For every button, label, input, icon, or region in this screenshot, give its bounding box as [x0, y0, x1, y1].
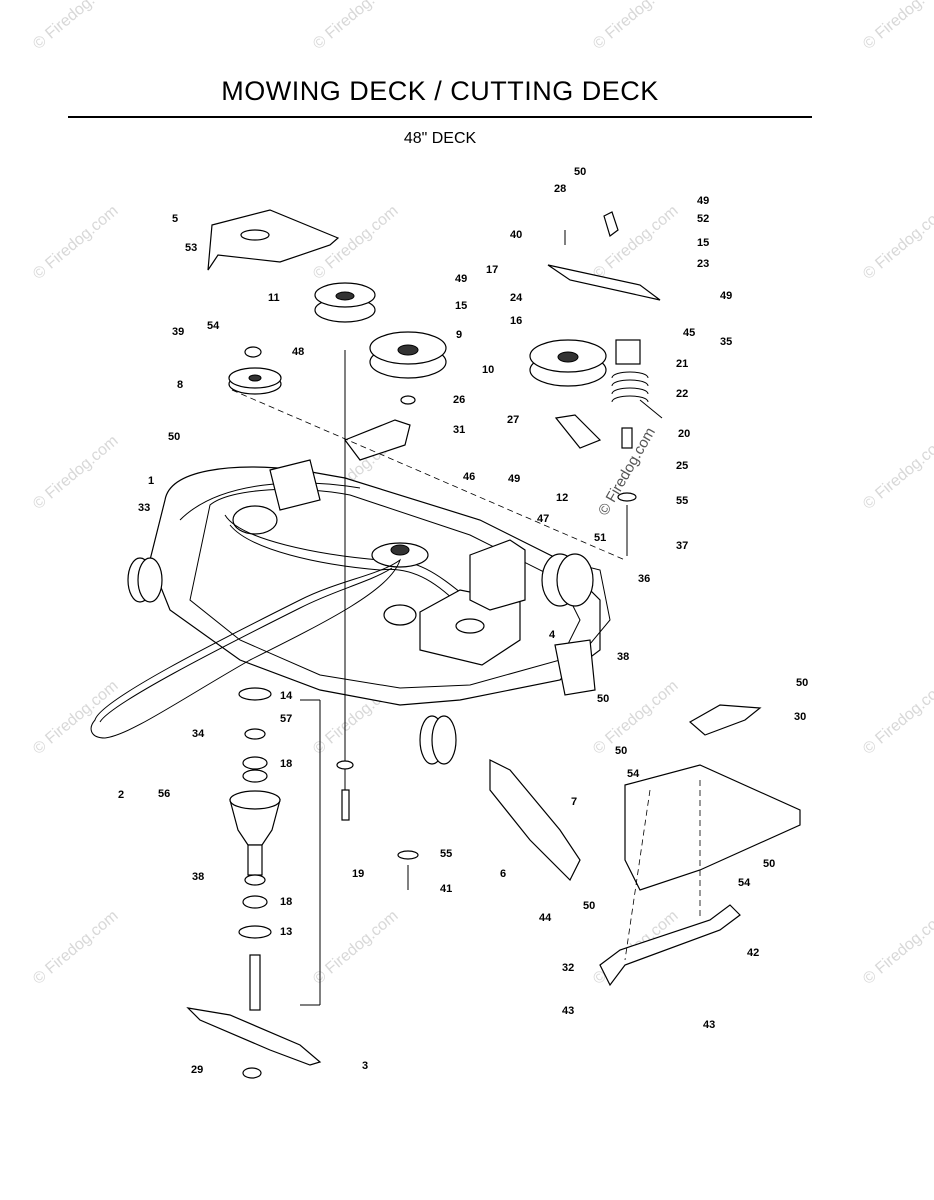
callout-43: 43: [562, 1005, 575, 1017]
callout-54: 54: [207, 320, 220, 332]
callout-11: 11: [268, 292, 280, 304]
callout-10: 10: [482, 364, 495, 376]
callout-35: 35: [720, 336, 733, 348]
callout-5: 5: [172, 213, 179, 225]
chute-rod-32: [599, 904, 741, 987]
deflector-6: [489, 759, 581, 882]
bushing-21: [615, 339, 641, 365]
title-rule: [68, 116, 812, 118]
callout-22: 22: [676, 388, 689, 400]
callout-50: 50: [574, 166, 587, 178]
callout-23: 23: [697, 258, 710, 270]
callout-15: 15: [697, 237, 710, 249]
callout-38: 38: [192, 871, 205, 883]
spindle-assembly: [229, 687, 281, 1011]
deck-size-subtitle: 48" DECK: [403, 130, 477, 147]
callout-50: 50: [583, 900, 596, 912]
callout-50: 50: [597, 693, 610, 705]
mower-blade: [186, 1007, 322, 1066]
callout-50: 50: [763, 858, 776, 870]
callout-16: 16: [510, 315, 523, 327]
callout-26: 26: [453, 394, 466, 406]
callout-24: 24: [510, 292, 523, 304]
callout-43: 43: [703, 1019, 716, 1031]
callout-27: 27: [507, 414, 520, 426]
callout-18: 18: [280, 896, 293, 908]
page-title: MOWING DECK / CUTTING DECK: [221, 76, 659, 106]
callout-51: 51: [594, 532, 607, 544]
callout-28: 28: [554, 183, 567, 195]
callout-30: 30: [794, 711, 807, 723]
callout-2: 2: [118, 789, 125, 801]
drive-belt: [90, 558, 401, 739]
callout-50: 50: [796, 677, 809, 689]
callout-45: 45: [683, 327, 696, 339]
callout-50: 50: [168, 431, 181, 443]
idler-arm: [344, 419, 411, 461]
callout-33: 33: [138, 502, 151, 514]
callout-57: 57: [280, 713, 293, 725]
callout-15: 15: [455, 300, 468, 312]
callout-55: 55: [440, 848, 453, 860]
callout-8: 8: [177, 379, 184, 391]
spring-22: [611, 371, 649, 403]
callout-49: 49: [508, 473, 521, 485]
callout-18: 18: [280, 758, 293, 770]
callout-48: 48: [292, 346, 305, 358]
callout-50: 50: [615, 745, 628, 757]
callout-7: 7: [571, 796, 578, 808]
callout-36: 36: [638, 573, 651, 585]
callout-52: 52: [697, 213, 710, 225]
callout-29: 29: [191, 1064, 204, 1076]
callout-21: 21: [676, 358, 689, 370]
callout-53: 53: [185, 242, 198, 254]
callout-9: 9: [456, 329, 463, 341]
callout-31: 31: [453, 424, 466, 436]
callout-13: 13: [280, 926, 293, 938]
callout-55: 55: [676, 495, 689, 507]
callout-34: 34: [192, 728, 205, 740]
callout-19: 19: [352, 868, 365, 880]
upper-belt-cover: [207, 209, 340, 271]
callout-56: 56: [158, 788, 171, 800]
callout-40: 40: [510, 229, 523, 241]
callout-41: 41: [440, 883, 453, 895]
discharge-chute-7: [624, 764, 801, 891]
callout-39: 39: [172, 326, 185, 338]
spacer-27: [554, 414, 602, 449]
callout-46: 46: [463, 471, 476, 483]
callout-32: 32: [562, 962, 575, 974]
callout-49: 49: [697, 195, 710, 207]
callout-12: 12: [556, 492, 569, 504]
callout-17: 17: [486, 264, 499, 276]
callout-54: 54: [627, 768, 640, 780]
callout-3: 3: [362, 1060, 369, 1072]
callout-14: 14: [280, 690, 293, 702]
callout-6: 6: [500, 868, 507, 880]
callout-38: 38: [617, 651, 630, 663]
chute-bracket-30: [688, 704, 762, 736]
callout-44: 44: [539, 912, 552, 924]
callout-25: 25: [676, 460, 689, 472]
callout-49: 49: [455, 273, 468, 285]
callout-49: 49: [720, 290, 733, 302]
callout-1: 1: [148, 475, 155, 487]
blade-bolt: [242, 1067, 262, 1079]
idler-bracket: [547, 264, 661, 301]
callout-20: 20: [678, 428, 691, 440]
callout-47: 47: [537, 513, 550, 525]
callout-4: 4: [549, 629, 556, 641]
callout-42: 42: [747, 947, 760, 959]
callout-37: 37: [676, 540, 689, 552]
callout-54: 54: [738, 877, 751, 889]
